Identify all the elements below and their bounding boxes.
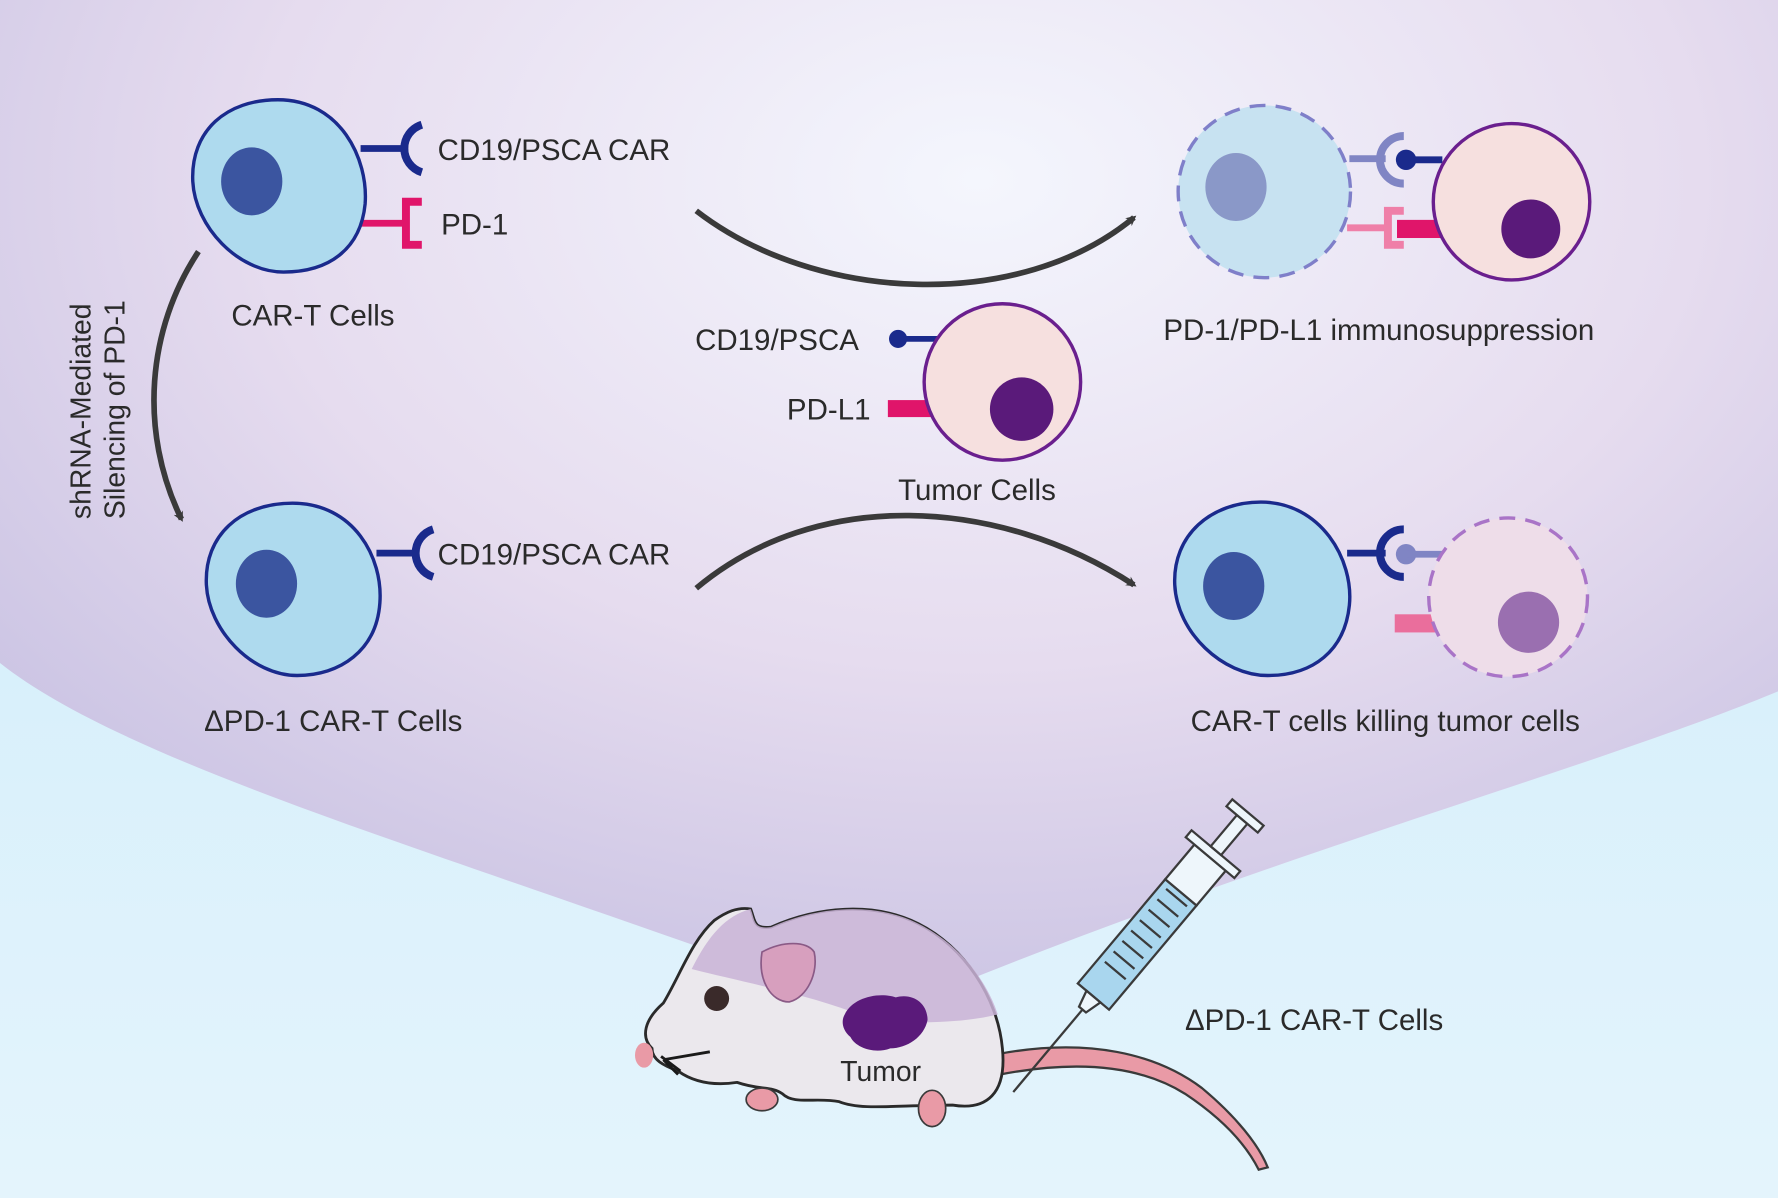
tumor-cell-body [922, 302, 1083, 462]
killing-label: CAR-T cells killing tumor cells [1191, 705, 1580, 738]
top-arrow [694, 208, 1137, 288]
dpd1-cart-cell [204, 501, 435, 678]
interacting-tumor-nucleus [1501, 199, 1561, 259]
mouse-tumor-label: Tumor [840, 1056, 921, 1088]
dpd1-car-receptor-cup [411, 525, 435, 581]
antigen-label: CD19/PSCA [695, 324, 859, 357]
mouse-ear [760, 942, 816, 1003]
interacting-tumor-body [1431, 121, 1592, 282]
bottom-region [0, 663, 1778, 1198]
dpd1-cart-cells-label: ΔPD-1 CAR-T Cells [204, 705, 462, 738]
dying-tumor-nucleus [1497, 591, 1560, 653]
mouse-whiskers [660, 1050, 711, 1076]
mouse-shaded-overlay [691, 908, 998, 1026]
syringe-tip [1077, 988, 1103, 1014]
dpd1-cart-nucleus [235, 549, 298, 618]
mouse-front-paw [745, 1087, 779, 1112]
syringe-icon [1012, 797, 1266, 1093]
immunosuppression-label: PD-1/PD-L1 immunosuppression [1163, 314, 1594, 347]
bottom-arrow [694, 512, 1137, 591]
car-label: CD19/PSCA CAR [438, 134, 671, 167]
killing-group [1173, 500, 1590, 679]
dpd1-car-label: CD19/PSCA CAR [438, 538, 671, 571]
mouse-tumor [842, 995, 928, 1051]
dying-pdl1-bar [1394, 614, 1441, 633]
mouse-back-paw [917, 1089, 947, 1128]
silencing-label-line2: Silencing of PD-1 [100, 300, 132, 519]
cart-cells-label: CAR-T Cells [231, 299, 394, 332]
car-receptor-cup [400, 120, 424, 177]
cart-nucleus [221, 147, 283, 216]
pd1-label: PD-1 [441, 209, 508, 242]
killer-car-cup [1376, 525, 1405, 581]
tumor-nucleus [989, 377, 1054, 441]
tumor-cell [887, 302, 1083, 462]
cart-cell [191, 98, 424, 274]
silencing-label-line1: shRNA-Mediated [66, 303, 98, 519]
bound-pdl1-bar [1397, 219, 1443, 239]
immunosuppression-group [1176, 103, 1592, 282]
syringe-ticks [1104, 887, 1188, 981]
antigen-head [889, 329, 908, 348]
syringe-plunger-end [1224, 797, 1266, 835]
dying-tumor-body [1427, 516, 1590, 679]
pdl1-bar [887, 400, 936, 418]
pd1-bracket [401, 197, 422, 249]
mouse-nose [635, 1042, 654, 1068]
syringe-needle [1012, 1008, 1084, 1093]
mouse-eye [704, 986, 730, 1011]
mouse-tail [996, 1046, 1270, 1171]
injection-label: ΔPD-1 CAR-T Cells [1185, 1004, 1443, 1037]
mouse-illustration [635, 907, 1270, 1171]
killer-tcell-nucleus [1203, 551, 1265, 620]
silencing-arrow [151, 250, 201, 522]
suppressed-pd1-bracket [1383, 206, 1404, 249]
suppressed-car-cup [1376, 132, 1405, 188]
pdl1-label: PD-L1 [787, 393, 871, 426]
tumor-cells-label: Tumor Cells [898, 474, 1056, 507]
suppressed-tcell-nucleus [1205, 153, 1267, 222]
